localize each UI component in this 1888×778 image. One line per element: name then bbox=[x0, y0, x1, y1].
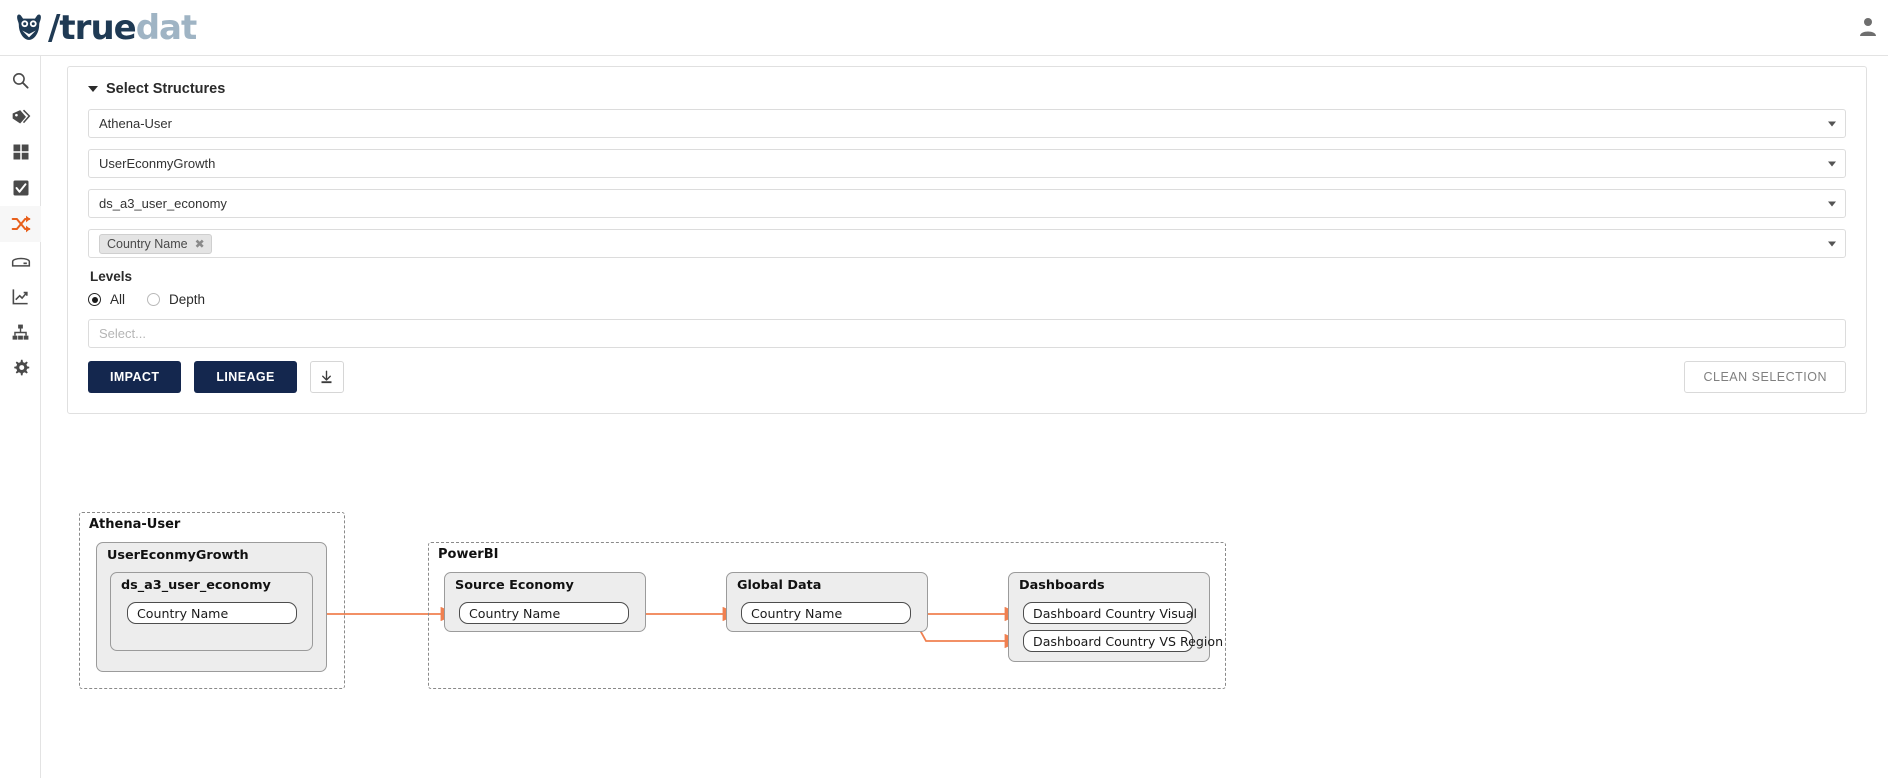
chevron-down-icon bbox=[1828, 161, 1836, 166]
node-dashboard-country-visual[interactable]: Dashboard Country Visual bbox=[1023, 602, 1197, 624]
top-bar: /truedat bbox=[0, 0, 1888, 56]
sidebar-item-domains[interactable] bbox=[0, 134, 41, 170]
chevron-down-icon bbox=[1828, 121, 1836, 126]
structure-select[interactable]: ds_a3_user_economy bbox=[88, 189, 1846, 218]
chevron-down-icon bbox=[1828, 201, 1836, 206]
radio-depth[interactable]: Depth bbox=[147, 292, 205, 307]
sidebar-item-tags[interactable] bbox=[0, 98, 41, 134]
clean-selection-button[interactable]: CLEAN SELECTION bbox=[1684, 361, 1846, 393]
radio-all-label: All bbox=[110, 292, 126, 307]
grid-icon bbox=[13, 144, 28, 160]
sidebar-item-data-sources[interactable] bbox=[0, 242, 41, 278]
chart-line-icon bbox=[12, 288, 28, 304]
node-country-name-source-economy[interactable]: Country Name bbox=[459, 602, 629, 624]
group-powerbi[interactable]: PowerBI bbox=[428, 542, 1226, 689]
subgroup-title-source-economy: Source Economy bbox=[455, 578, 574, 593]
structure-select-value: ds_a3_user_economy bbox=[99, 196, 227, 211]
gear-icon bbox=[13, 359, 29, 376]
caret-down-icon[interactable] bbox=[88, 86, 98, 92]
chip-label: Country Name bbox=[107, 236, 188, 251]
app-logo[interactable]: /truedat bbox=[12, 0, 198, 56]
depth-select-input[interactable]: Select... bbox=[88, 319, 1846, 348]
sidebar-item-quality[interactable] bbox=[0, 170, 41, 206]
database-icon bbox=[11, 257, 30, 267]
group-select-value: UserEconmyGrowth bbox=[99, 156, 216, 171]
logo-slash: / bbox=[48, 7, 60, 48]
panel-title: Select Structures bbox=[106, 81, 226, 97]
subgroup-title-dashboards: Dashboards bbox=[1019, 578, 1105, 593]
sidebar-item-search[interactable] bbox=[0, 62, 41, 98]
system-select[interactable]: Athena-User bbox=[88, 109, 1846, 138]
radio-depth-label: Depth bbox=[169, 292, 206, 307]
levels-label: Levels bbox=[90, 269, 133, 284]
sidebar-item-settings[interactable] bbox=[0, 350, 41, 386]
group-title-athena-user: Athena-User bbox=[89, 517, 181, 532]
checkbox-icon bbox=[13, 180, 28, 196]
left-sidebar bbox=[0, 56, 41, 778]
subgroup-title-global-data: Global Data bbox=[737, 578, 822, 593]
group-athena-user[interactable]: Athena-User bbox=[79, 512, 345, 689]
node-country-name-athena[interactable]: Country Name bbox=[127, 602, 297, 624]
shuffle-icon bbox=[11, 215, 30, 233]
sidebar-item-metrics[interactable] bbox=[0, 278, 41, 314]
download-icon bbox=[321, 370, 332, 383]
impact-button[interactable]: IMPACT bbox=[88, 361, 182, 393]
levels-radio-row: All Depth bbox=[88, 292, 1846, 307]
fields-select[interactable]: Country Name ✖ bbox=[88, 229, 1846, 258]
chevron-down-icon bbox=[1828, 241, 1836, 246]
radio-all[interactable]: All bbox=[88, 292, 125, 307]
group-title-powerbi: PowerBI bbox=[438, 547, 499, 562]
user-account-icon[interactable] bbox=[1856, 12, 1880, 40]
lineage-graph: Athena-User UserEconmyGrowth ds_a3_user_… bbox=[41, 444, 1888, 778]
panel-header[interactable]: Select Structures bbox=[88, 81, 1846, 97]
search-icon bbox=[12, 72, 29, 89]
lineage-button[interactable]: LINEAGE bbox=[194, 361, 297, 393]
close-icon[interactable]: ✖ bbox=[194, 236, 205, 251]
download-button[interactable] bbox=[309, 361, 344, 393]
depth-select-placeholder: Select... bbox=[99, 326, 146, 341]
subgroup-title-usereconmygrowth: UserEconmyGrowth bbox=[107, 548, 249, 563]
node-country-name-global-data[interactable]: Country Name bbox=[741, 602, 911, 624]
hierarchy-icon bbox=[12, 324, 29, 340]
system-select-value: Athena-User bbox=[99, 116, 172, 131]
action-button-row: IMPACT LINEAGE CLEAN SELECTION bbox=[88, 361, 1846, 393]
radio-depth-indicator bbox=[147, 293, 161, 306]
sidebar-item-lineage[interactable] bbox=[0, 206, 41, 242]
radio-all-indicator bbox=[88, 293, 101, 306]
node-dashboard-country-vs-region[interactable]: Dashboard Country VS Region bbox=[1023, 630, 1223, 652]
main-content: Select Structures Athena-User UserEconmy… bbox=[41, 56, 1888, 778]
chip-country-name[interactable]: Country Name ✖ bbox=[99, 233, 212, 254]
group-select[interactable]: UserEconmyGrowth bbox=[88, 149, 1846, 178]
logo-dat: dat bbox=[135, 7, 198, 48]
tags-icon bbox=[12, 109, 30, 124]
subgroup-title-ds-a3-user-economy: ds_a3_user_economy bbox=[121, 578, 271, 593]
owl-icon bbox=[17, 14, 41, 40]
sidebar-item-structures[interactable] bbox=[0, 314, 41, 350]
logo-true: true bbox=[59, 7, 136, 48]
select-structures-panel: Select Structures Athena-User UserEconmy… bbox=[67, 66, 1867, 414]
